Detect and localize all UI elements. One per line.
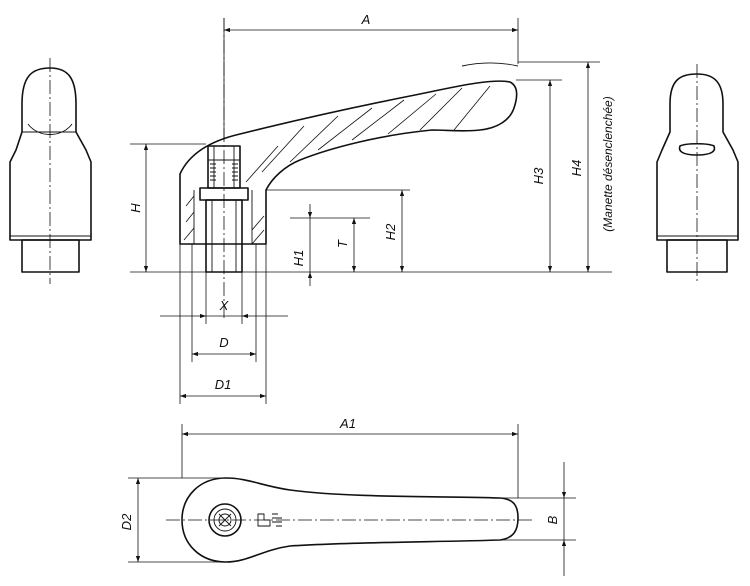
dimension-labels: A A1 H H1 T H2 H3 H4 (Manette désenclenc…: [119, 12, 615, 530]
label-D2: D2: [119, 513, 134, 530]
label-H2: H2: [383, 223, 398, 240]
label-T: T: [335, 239, 350, 248]
label-D: D: [219, 335, 228, 350]
dimensions: [128, 18, 612, 576]
label-X: X: [219, 298, 230, 313]
label-H3: H3: [531, 167, 546, 184]
release-note: (Manette désenclenchée): [601, 96, 615, 231]
label-A: A: [361, 12, 371, 27]
label-A1: A1: [339, 416, 356, 431]
label-H: H: [128, 203, 143, 213]
right-side-view: [656, 64, 739, 284]
label-D1: D1: [215, 377, 232, 392]
front-section-view: [179, 18, 519, 320]
label-H1: H1: [291, 250, 306, 267]
left-side-view: [9, 58, 92, 284]
top-view: [166, 477, 534, 563]
label-B: B: [545, 515, 560, 524]
label-H4: H4: [569, 160, 584, 177]
